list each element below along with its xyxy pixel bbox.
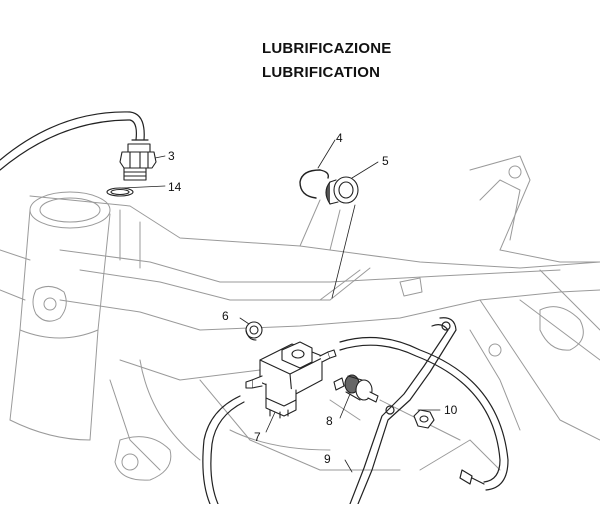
callout-6: 6 [222,309,229,323]
callout-9: 9 [324,452,331,466]
part-7-valve-block [245,341,337,419]
diagram-title-english: LUBRIFICATION [262,64,381,81]
callout-4: 4 [336,131,343,145]
callout-3: 3 [168,149,175,163]
part-10-nut [413,409,435,429]
diagram-title-italian: LUBRIFICAZIONE [262,40,392,57]
part-8-rubber-mount [333,374,379,403]
oil-hose-upper [0,111,149,171]
callout-5: 5 [382,154,389,168]
part-5-seal [325,176,359,205]
callout-14: 14 [168,180,182,194]
part-4-circlip [299,169,330,199]
part-3-fitting [119,143,157,181]
callout-7: 7 [254,430,261,444]
callout-8: 8 [326,414,333,428]
part-9-oil-hose [202,317,509,505]
callout-10: 10 [444,403,458,417]
frame-outline [0,155,600,481]
part-14-o-ring [106,187,134,197]
part-6-grommet [245,321,263,341]
leader-lines [121,139,441,473]
